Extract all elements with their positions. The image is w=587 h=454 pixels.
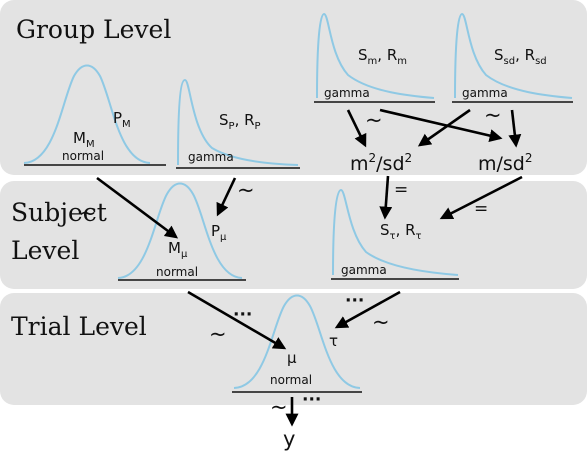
M-param-label: MM <box>73 129 95 150</box>
tilde-symbol: ~ <box>209 322 227 346</box>
arrow-Sm-to-m2sd2 <box>346 109 367 148</box>
group-level-label: Group Level <box>16 15 172 44</box>
gamma-dist-label: gamma <box>462 86 508 100</box>
m-sd2-label: m/sd2 <box>478 151 533 175</box>
arrow-Sm-to-msd2 <box>379 108 503 142</box>
Pmu-param-label: Pμ <box>211 222 227 243</box>
gamma-dist-label: gamma <box>324 86 370 100</box>
subject-normal-distribution: Mμ normal <box>117 182 246 281</box>
tilde-symbol: ~ <box>365 108 383 132</box>
group-level-panel <box>0 0 587 175</box>
arrow-Ssd-to-m2sd2 <box>417 108 471 147</box>
Mmu-param-label: Mμ <box>168 239 188 260</box>
subject-gamma-tau-distribution: gamma <box>331 188 459 280</box>
arrow-Mmu-to-mu <box>187 290 287 350</box>
equals-symbol: = <box>474 199 488 219</box>
normal-dist-label: normal <box>62 149 104 163</box>
Stau-Rtau-param-label: Sτ, Rτ <box>380 221 422 242</box>
equals-symbol: = <box>394 180 408 200</box>
gamma-dist-label: gamma <box>188 150 234 164</box>
subject-level-panel <box>0 181 587 289</box>
arrow-SP-to-Pmu <box>216 177 237 217</box>
tilde-symbol: ~ <box>484 103 502 127</box>
trial-level-panel <box>0 293 587 405</box>
normal-dist-label: normal <box>270 373 312 387</box>
tilde-symbol: ~ <box>79 201 97 225</box>
mu-label: μ <box>287 349 297 367</box>
trial-level-label: Trial Level <box>11 312 147 341</box>
y-label: y <box>283 427 295 451</box>
P-param-label: PM <box>113 109 131 130</box>
SP-RP-param-label: SP, RP <box>219 111 261 132</box>
arrow-m2sd2-to-Stau <box>379 175 393 220</box>
Ssd-Rsd-param-label: Ssd, Rsd <box>494 46 547 67</box>
arrow-msd2-to-Rtau <box>439 175 523 220</box>
ellipsis-symbol: ··· <box>302 390 321 410</box>
arrow-gamma-to-tau <box>334 290 401 329</box>
normal-dist-label: normal <box>156 265 198 279</box>
tilde-symbol: ~ <box>237 178 255 202</box>
arrow-M-to-Mmu <box>96 176 179 239</box>
trial-normal-distribution: μ normal <box>232 294 362 393</box>
ellipsis-symbol: ··· <box>345 291 364 311</box>
tau-label: τ <box>329 332 338 350</box>
dependency-arrows <box>96 108 523 427</box>
group-gamma-sd-distribution: gamma Ssd, Rsd <box>452 12 573 103</box>
m2-sd2-label: m2/sd2 <box>350 151 412 175</box>
group-normal-distribution: MM normal PM <box>23 64 166 166</box>
gamma-dist-label: gamma <box>341 263 387 277</box>
arrow-Ssd-to-msd2 <box>508 109 522 148</box>
tilde-symbol: ~ <box>270 395 288 419</box>
group-gamma-P-distribution: gamma SP, RP <box>176 78 300 169</box>
tilde-symbol: ~ <box>372 310 390 334</box>
ellipsis-symbol: ··· <box>233 305 252 325</box>
Sm-Rm-param-label: Sm, Rm <box>358 46 407 67</box>
subject-level-label-line2: Level <box>11 236 80 265</box>
group-gamma-m-distribution: gamma Sm, Rm <box>314 12 435 103</box>
subject-level-label-line1: Subject <box>11 198 107 227</box>
